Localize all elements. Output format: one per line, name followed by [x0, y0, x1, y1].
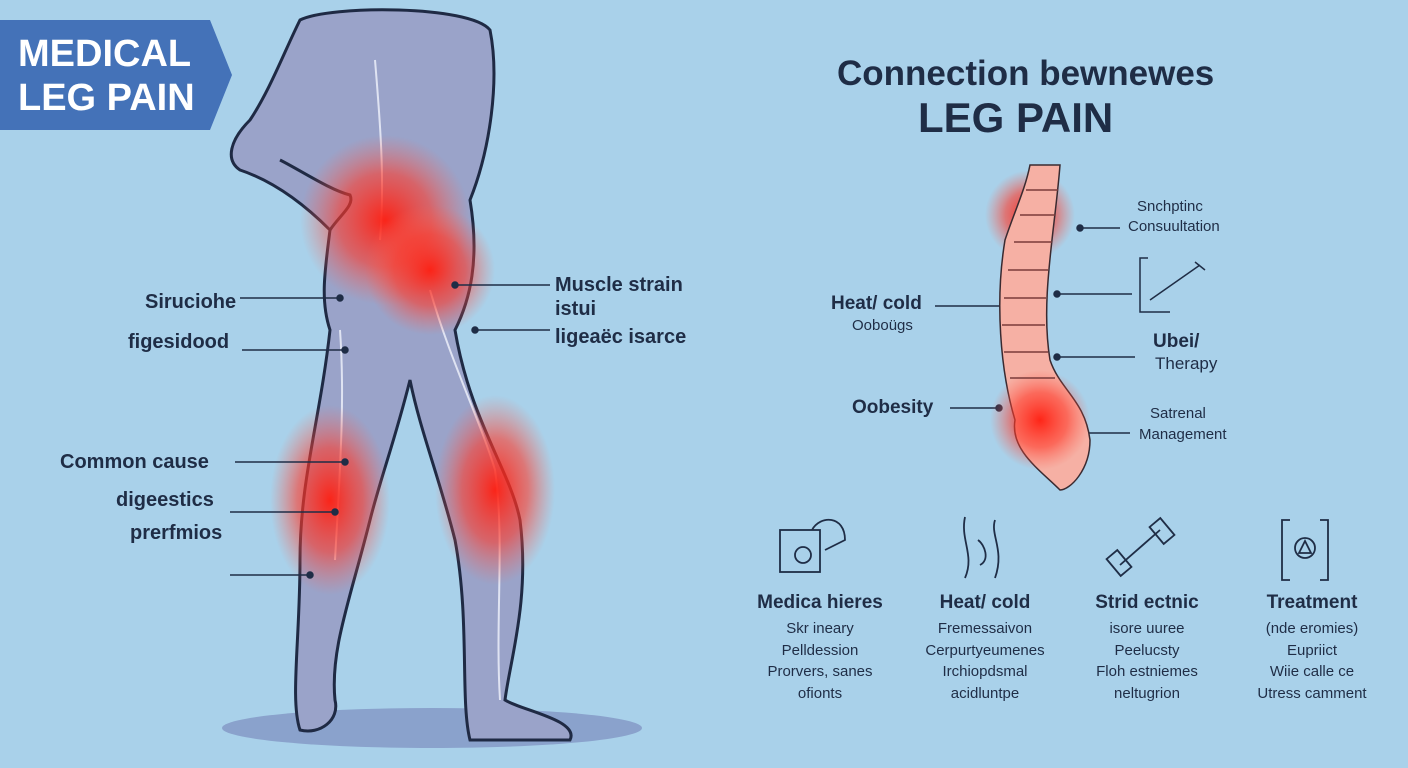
column-line: acidluntpe [950, 684, 1020, 702]
column-line: Eupriict [1286, 641, 1338, 659]
column-heading: Strid ectnic [1095, 592, 1199, 613]
page-title: Connection bewnewes [837, 54, 1215, 93]
spine-label: Snchptinc [1137, 198, 1203, 215]
spine-label: Consuultation [1128, 218, 1220, 235]
body-outline-icon [963, 516, 1000, 579]
column-line: Wiie calle ce [1269, 663, 1355, 680]
column-heading: Heat/ cold [939, 592, 1031, 613]
info-column: Treatment (nde eromies) Eupriict Wiie ca… [1227, 592, 1397, 704]
right-label: Muscle strain [555, 274, 683, 296]
column-line: Irchiopdsmal [942, 663, 1028, 680]
floor-shadow [222, 708, 642, 748]
column-line: Skr ineary [786, 620, 854, 637]
column-heading: Treatment [1266, 592, 1358, 613]
pain-glow-right-knee [435, 395, 555, 585]
treatment-frame-icon [1281, 519, 1329, 581]
column-heading: Medica hieres [757, 592, 883, 613]
column-line: Fremessaivon [937, 620, 1033, 637]
spine-label: Heat/ cold [831, 293, 922, 314]
spine-label: Therapy [1155, 354, 1218, 373]
pain-glow-hip [365, 205, 495, 335]
spine-label: Ubei/ [1153, 331, 1200, 352]
left-label: prerfmios [130, 522, 223, 544]
column-line: (nde eromies) [1265, 620, 1359, 637]
column-line: Peelucsty [1114, 641, 1180, 659]
spine-label: Management [1139, 426, 1227, 443]
spine-illustration [985, 164, 1091, 491]
info-column: Heat/ cold Fremessaivon Cerpurtyeumenes … [900, 592, 1070, 704]
column-line: ofionts [797, 684, 843, 702]
dumbbell-icon [1105, 516, 1176, 578]
pain-glow-left-knee [270, 405, 390, 595]
banner-line-1: MEDICAL [18, 33, 192, 75]
column-line: Cerpurtyeumenes [925, 641, 1045, 659]
column-line: Floh estniemes [1096, 663, 1198, 680]
monitor-scan-icon [779, 518, 846, 573]
right-label: ligeaëc isarce [555, 326, 687, 348]
spine-label: Oobesity [852, 397, 934, 418]
info-column: Strid ectnic isore uuree Peelucsty Floh … [1062, 592, 1232, 704]
left-label: digeestics [116, 489, 214, 511]
left-label: Common cause [60, 451, 209, 473]
column-line: neltugrion [1114, 684, 1180, 702]
syringe-clipboard-icon [1139, 257, 1206, 313]
column-icons [779, 516, 1329, 581]
banner-line-2: LEG PAIN [18, 77, 195, 119]
column-line: isore uuree [1109, 620, 1185, 637]
page-subtitle: LEG PAIN [918, 94, 1114, 141]
left-label: Siruciohe [145, 291, 237, 313]
left-label: figesidood [128, 331, 230, 353]
spine-label: Ooboügs [852, 317, 913, 334]
info-column: Medica hieres Skr ineary Pelldession Pro… [735, 592, 905, 704]
column-line: Prorvers, sanes [767, 663, 873, 680]
right-label: istui [555, 298, 597, 320]
column-line: Pelldession [781, 641, 859, 659]
spine-label: Satrenal [1150, 405, 1206, 422]
column-line: Utress camment [1257, 684, 1367, 702]
title-banner: MEDICAL LEG PAIN [0, 20, 232, 130]
banner-shape [0, 20, 232, 130]
human-body-figure [229, 8, 573, 742]
